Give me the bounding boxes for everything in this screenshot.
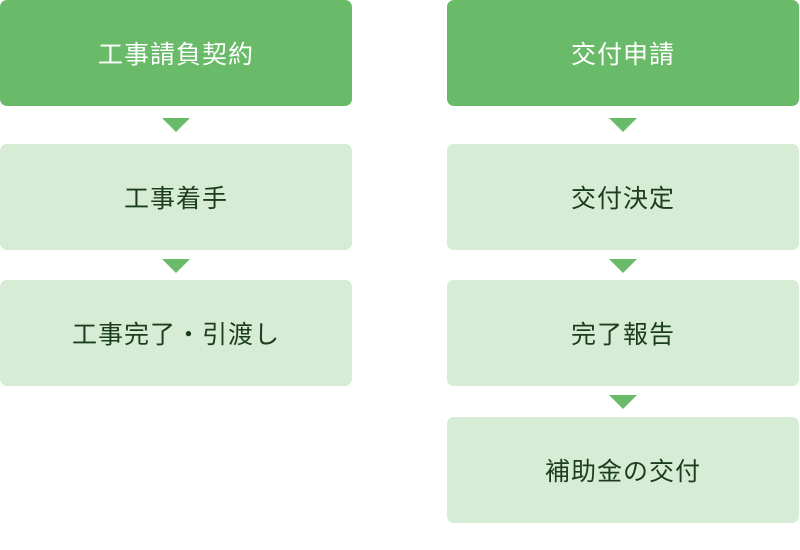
down-arrow-icon <box>609 259 637 273</box>
step-label: 補助金の交付 <box>544 457 701 486</box>
down-arrow-icon <box>609 118 637 132</box>
step-label: 交付申請 <box>570 40 675 69</box>
step-construction-start: 工事着手 <box>0 144 352 250</box>
step-label: 工事完了・引渡し <box>71 320 280 349</box>
step-completion-handover: 工事完了・引渡し <box>0 280 352 386</box>
step-grant-application: 交付申請 <box>447 0 799 106</box>
step-label: 完了報告 <box>570 320 675 349</box>
step-label: 工事着手 <box>123 184 228 213</box>
down-arrow-icon <box>609 395 637 409</box>
down-arrow-icon <box>162 118 190 132</box>
step-grant-payment: 補助金の交付 <box>447 417 799 523</box>
step-construction-contract: 工事請負契約 <box>0 0 352 106</box>
step-label: 交付決定 <box>570 184 675 213</box>
step-label: 工事請負契約 <box>97 40 254 69</box>
down-arrow-icon <box>162 259 190 273</box>
step-completion-report: 完了報告 <box>447 280 799 386</box>
step-grant-decision: 交付決定 <box>447 144 799 250</box>
